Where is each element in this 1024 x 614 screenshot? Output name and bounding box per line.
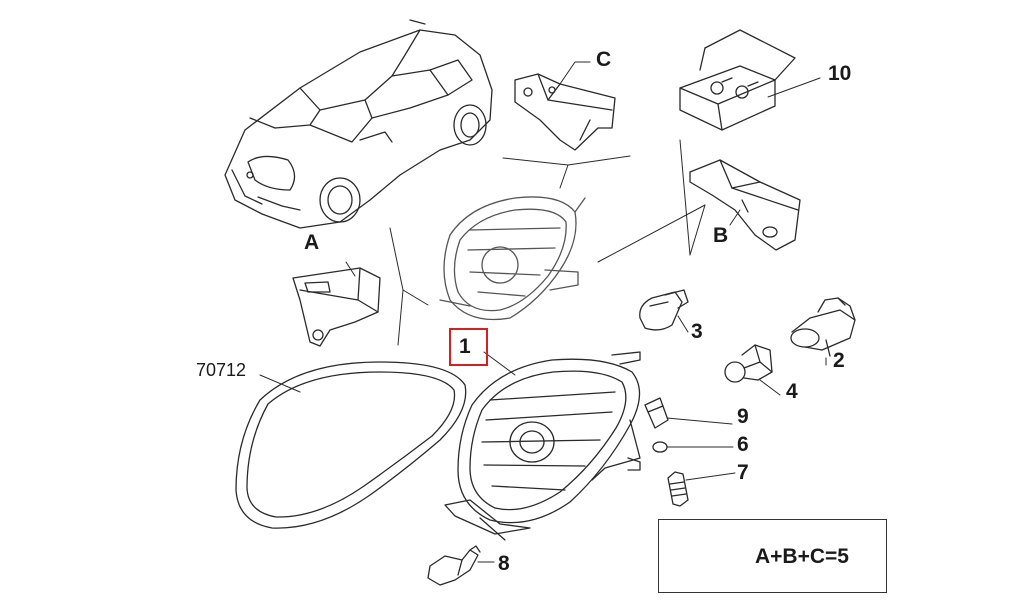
callout-2: 2 bbox=[833, 349, 845, 372]
callout-10: 10 bbox=[828, 62, 852, 85]
callout-1[interactable]: 1 bbox=[459, 335, 471, 358]
part-6-washer bbox=[652, 441, 668, 453]
headlamp-upper bbox=[439, 196, 586, 321]
callout-7: 7 bbox=[737, 461, 749, 484]
callout-6: 6 bbox=[737, 433, 749, 456]
part-8-clip bbox=[427, 545, 481, 586]
callout-70712: 70712 bbox=[196, 360, 247, 380]
gasket-seal bbox=[235, 361, 467, 529]
part-c-bracket bbox=[514, 73, 616, 151]
part-9-clip bbox=[644, 397, 669, 429]
callout-8: 8 bbox=[498, 552, 510, 575]
part-7-screw bbox=[667, 471, 689, 507]
bulb-kit-box bbox=[679, 29, 796, 131]
car-illustration bbox=[224, 19, 493, 229]
callout-b: B bbox=[713, 224, 729, 247]
part-a-bracket bbox=[292, 267, 381, 347]
kit-legend-box bbox=[658, 519, 887, 593]
callout-9: 9 bbox=[737, 405, 749, 428]
headlamp-main bbox=[444, 351, 641, 541]
kit-formula: A+B+C=5 bbox=[755, 545, 849, 568]
callout-4: 4 bbox=[786, 380, 798, 403]
callout-a: A bbox=[304, 231, 320, 254]
part-2-bulb bbox=[790, 297, 856, 357]
part-4-bulb bbox=[724, 344, 773, 383]
part-b-bracket bbox=[689, 159, 801, 251]
highlight-box bbox=[449, 328, 488, 366]
callout-3: 3 bbox=[691, 320, 703, 343]
part-3-bulb bbox=[639, 289, 689, 331]
callout-c: C bbox=[596, 48, 612, 71]
